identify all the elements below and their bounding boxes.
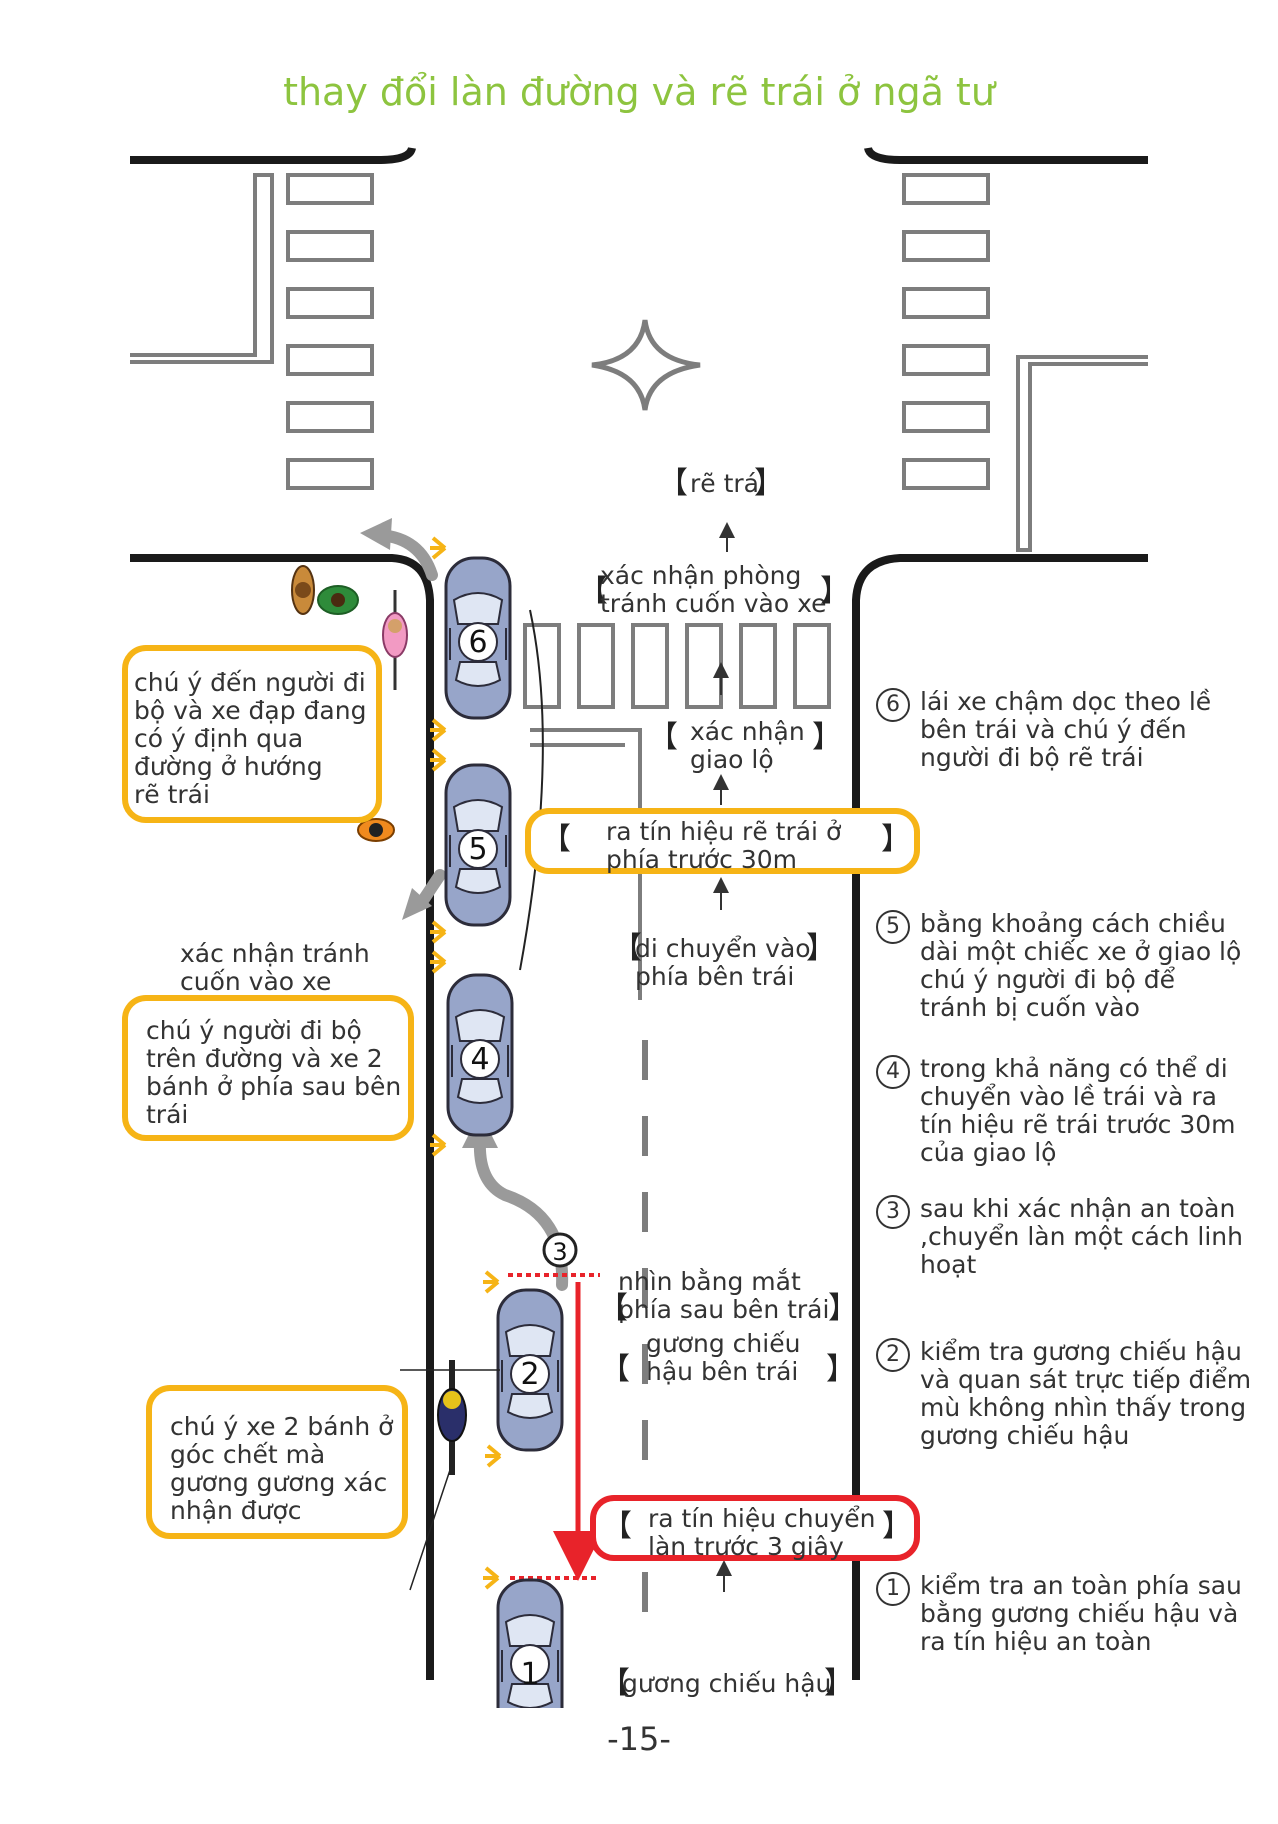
bracket-open: 【 <box>578 574 608 609</box>
car-2: 2 <box>496 1288 564 1452</box>
label-check-entanglement: xác nhận phòng tránh cuốn vào xe <box>600 561 827 618</box>
label-check-avoid: xác nhận tránh cuốn vào xe <box>180 939 370 996</box>
crosswalk-stripe <box>286 401 374 433</box>
caution-box-blind-spot: chú ý xe 2 bánh ở góc chết mà gương gươn… <box>146 1385 408 1539</box>
crosswalk-stripe <box>577 623 615 709</box>
page-number: -15- <box>607 1720 671 1758</box>
crosswalk-stripe <box>685 623 723 709</box>
guide-lines <box>130 173 1148 1000</box>
crosswalk-stripe <box>286 287 374 319</box>
crosswalk-stripe <box>286 230 374 262</box>
step-number: 5 <box>876 910 910 944</box>
crosswalk-stripe <box>631 623 669 709</box>
label-turn-left: rẽ trái <box>690 469 766 498</box>
crosswalk-stripe <box>902 287 990 319</box>
car-4: 4 <box>446 973 514 1137</box>
lane-change-path <box>508 1273 603 1581</box>
pedestrians-icons <box>291 565 395 842</box>
signal-3s-box: 【 ra tín hiệu chuyển làn trước 3 giây 】 <box>590 1495 920 1561</box>
crosswalk-left <box>286 173 374 490</box>
step-text: kiểm tra gương chiếu hậu và quan sát trự… <box>920 1337 1252 1450</box>
road-edges <box>130 146 1148 1680</box>
label-signal-3s: ra tín hiệu chuyển làn trước 3 giây <box>648 1504 876 1561</box>
bracket-close: 】 <box>754 466 784 501</box>
turn-arc <box>519 609 544 971</box>
car-6: 6 <box>444 556 512 720</box>
bracket-open: 【 <box>648 720 678 755</box>
caution-box-pedestrians-bikes: chú ý đến người đi bộ và xe đạp đang có … <box>122 645 382 823</box>
label-check-intersection: xác nhận giao lộ <box>690 717 805 774</box>
intersection-marker-icon <box>591 319 701 411</box>
bracket-close: 】 <box>820 574 850 609</box>
bracket-close: 】 <box>824 1666 854 1701</box>
crosswalk-stripe <box>902 458 990 490</box>
step-number: 4 <box>876 1055 910 1089</box>
bracket-close: 】 <box>826 1352 856 1387</box>
caution-text-blind-spot: chú ý xe 2 bánh ở góc chết mà gương gươn… <box>170 1412 394 1525</box>
step-text: trong khả năng có thể di chuyển vào lề t… <box>920 1054 1236 1167</box>
bracket-open: 【 <box>600 1666 630 1701</box>
crosswalk-stripe <box>902 173 990 205</box>
bracket-open: 【 <box>602 1509 632 1544</box>
step-text: sau khi xác nhận an toàn ,chuyển làn một… <box>920 1194 1243 1279</box>
step-text: lái xe chậm dọc theo lề bên trái và chú … <box>920 687 1212 772</box>
crosswalk-stripe <box>286 458 374 490</box>
crosswalk-right <box>902 173 990 490</box>
car-1-number: 1 <box>520 1657 539 1692</box>
page-title: thay đổi làn đường và rẽ trái ở ngã tư <box>283 70 995 114</box>
bracket-close: 】 <box>882 1509 912 1544</box>
bicycle-icon <box>382 590 408 690</box>
label-mirror: gương chiếu hậu <box>622 1669 832 1698</box>
svg-text:3: 3 <box>552 1238 567 1266</box>
label-left-mirror: gương chiếu hậu bên trái <box>646 1329 801 1386</box>
step-number: 3 <box>876 1195 910 1229</box>
car-1: 1 <box>496 1578 564 1708</box>
step3-marker: 3 <box>542 1232 578 1268</box>
crosswalk-stripe <box>739 623 777 709</box>
signal-30m-box: 【 ra tín hiệu rẽ trái ở phía trước 30m 】 <box>525 808 920 874</box>
step-number: 6 <box>876 688 910 722</box>
bracket-open: 【 <box>598 1291 628 1326</box>
crosswalk-center <box>523 623 831 709</box>
crosswalk-stripe <box>286 173 374 205</box>
flow-arrows <box>713 522 735 1592</box>
caution-text-pedestrians-rear: chú ý người đi bộ trên đường và xe 2 bán… <box>146 1016 402 1129</box>
car-2-number: 2 <box>520 1357 539 1392</box>
crosswalk-stripe <box>286 344 374 376</box>
step-text: bằng khoảng cách chiều dài một chiếc xe … <box>920 909 1242 1022</box>
crosswalk-stripe <box>902 344 990 376</box>
crosswalk-stripe <box>902 230 990 262</box>
bracket-open: 【 <box>658 466 688 501</box>
label-look-left-rear: nhìn bằng mắt phía sau bên trái <box>618 1267 830 1324</box>
step-number: 1 <box>876 1572 910 1606</box>
bracket-close: 】 <box>881 822 911 857</box>
bracket-close: 】 <box>828 1291 858 1326</box>
crosswalk-stripe <box>793 623 831 709</box>
bracket-open: 【 <box>541 822 571 857</box>
car-5: 5 <box>444 763 512 927</box>
label-signal-30m: ra tín hiệu rẽ trái ở phía trước 30m <box>606 817 842 874</box>
caution-text-pedestrians-bikes: chú ý đến người đi bộ và xe đạp đang có … <box>134 668 367 809</box>
car-5-number: 5 <box>468 832 487 867</box>
bracket-open: 【 <box>600 1352 630 1387</box>
step-number: 2 <box>876 1338 910 1372</box>
bracket-open: 【 <box>612 931 642 966</box>
crosswalk-stripe <box>902 401 990 433</box>
pointer-lines <box>400 1369 500 1591</box>
bracket-close: 】 <box>806 931 836 966</box>
label-move-left: di chuyển vào phía bên trái <box>635 934 811 991</box>
car-4-number: 4 <box>470 1042 489 1077</box>
caution-box-pedestrians-rear: chú ý người đi bộ trên đường và xe 2 bán… <box>122 995 414 1141</box>
step-text: kiểm tra an toàn phía sau bằng gương chi… <box>920 1571 1242 1656</box>
car-6-number: 6 <box>468 625 487 660</box>
motorcycle-icon <box>437 1360 467 1475</box>
bracket-close: 】 <box>812 720 842 755</box>
